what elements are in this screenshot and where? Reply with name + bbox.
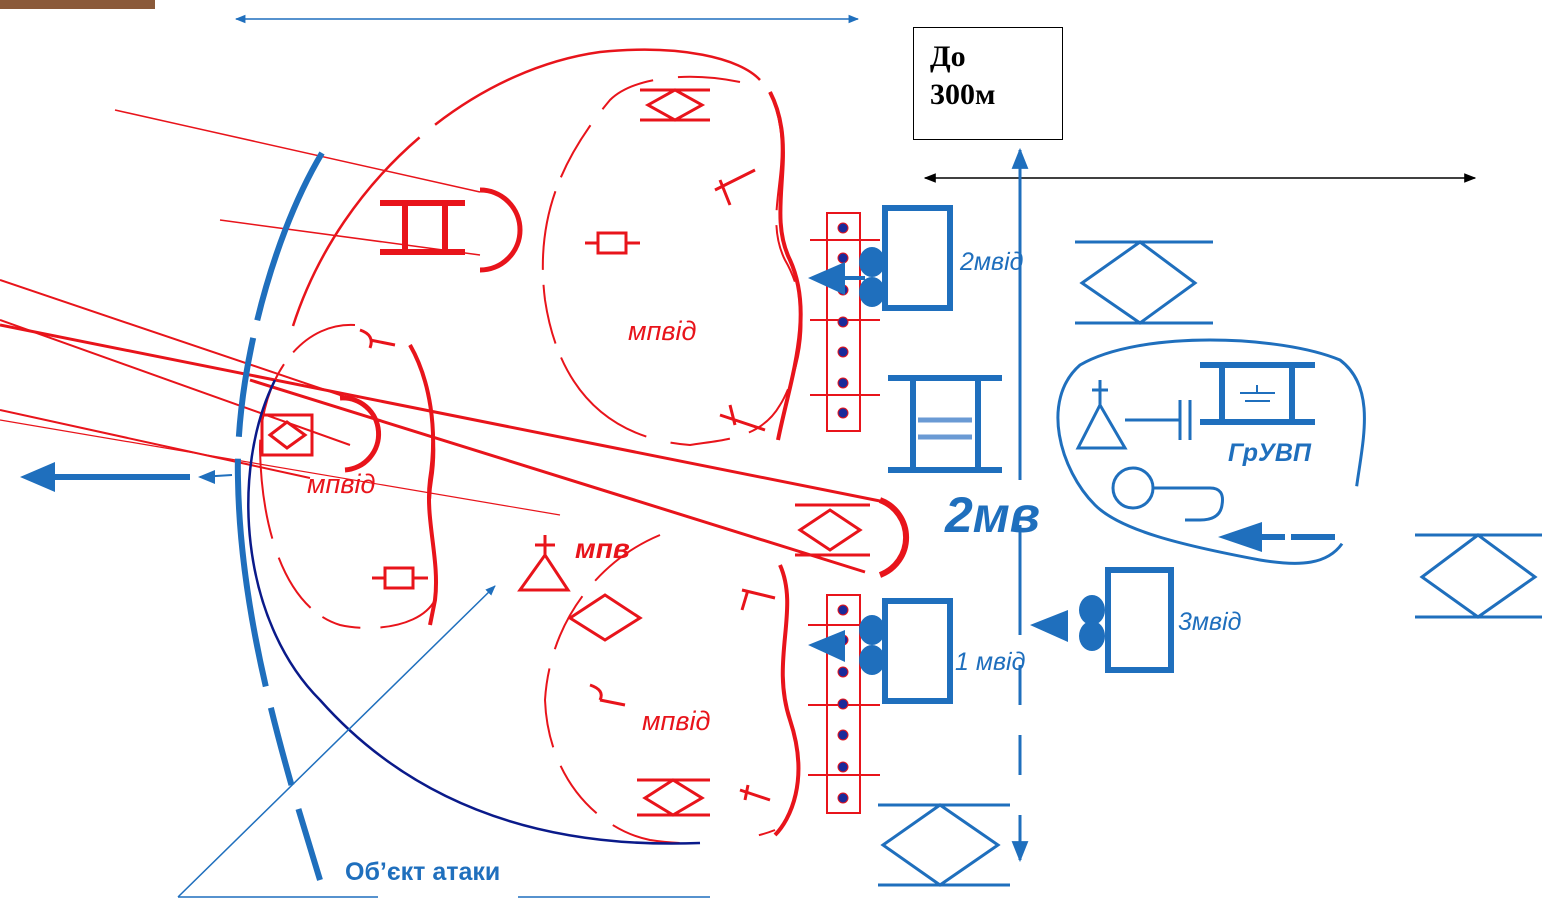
label-enemy-squad-bottom: мпвід — [642, 706, 710, 736]
label-enemy-platoon: мпв — [575, 533, 630, 564]
distance-box: До 300м — [913, 27, 1063, 140]
label-fire-support-group: ГрУВП — [1228, 439, 1312, 467]
label-attack-target: Об’єкт атаки — [345, 858, 500, 886]
target-leader-1 — [177, 585, 496, 898]
own-vehicle-symbol-3 — [878, 803, 1010, 887]
enemy-squad-top-contour — [541, 75, 803, 447]
obstacle-dots — [837, 222, 849, 804]
squad-2-vehicle — [882, 205, 953, 311]
fire-support-vehicle — [1200, 362, 1315, 425]
fire-line-7 — [0, 323, 886, 504]
label-squad-2: 2мвід — [959, 248, 1024, 276]
distance-box-line2: 300м — [930, 78, 996, 111]
enemy-ifv-top — [380, 187, 523, 273]
fire-line-6 — [0, 419, 561, 516]
label-platoon: 2мв — [944, 487, 1040, 543]
enemy-diamond-lower — [567, 593, 643, 642]
enemy-squad-bottom-front — [773, 564, 801, 837]
enemy-squad-bottom-contour — [543, 534, 776, 845]
enemy-vehicle-symbol-bottom — [637, 778, 710, 817]
fire-line-5 — [0, 409, 311, 479]
corner-image-fragment — [0, 0, 155, 9]
fire-line-3 — [0, 279, 356, 401]
label-enemy-squad-left: мпвід — [307, 469, 375, 499]
own-forces — [20, 151, 1542, 898]
own-vehicle-symbol-2 — [1415, 533, 1542, 619]
assault-dark-curve — [247, 379, 701, 845]
enemy-ifv-left — [260, 395, 382, 473]
enemy-squad-left-front — [408, 344, 439, 626]
squad-1-vehicle — [882, 598, 953, 704]
assault-line — [234, 151, 325, 881]
enemy-squad-top-front — [768, 91, 803, 441]
squad-3-vehicle — [1105, 567, 1174, 673]
label-squad-1: 1 мвід — [955, 648, 1026, 676]
enemy-apc-right — [795, 497, 909, 578]
label-enemy-squad-top: мпвід — [628, 316, 696, 346]
enemy-weapon-symbols — [359, 168, 776, 802]
distance-box-line1: До — [930, 40, 966, 73]
fire-line-8 — [249, 378, 866, 574]
own-vehicle-symbol-1 — [1075, 240, 1213, 325]
enemy-platoon-contour — [291, 48, 761, 327]
enemy-vehicle-symbol-top — [640, 88, 710, 122]
enemy-command-post — [517, 535, 571, 592]
fire-support-group-contour — [1056, 338, 1366, 565]
fire-support-weapon — [1075, 380, 1192, 450]
fire-line-1 — [114, 109, 481, 193]
fire-support-launcher — [1111, 466, 1224, 522]
label-squad-3: 3мвід — [1178, 608, 1242, 636]
enemy-positions — [0, 48, 909, 845]
enemy-obstacle-top — [810, 212, 880, 432]
platoon-command-vehicle — [888, 375, 1002, 473]
